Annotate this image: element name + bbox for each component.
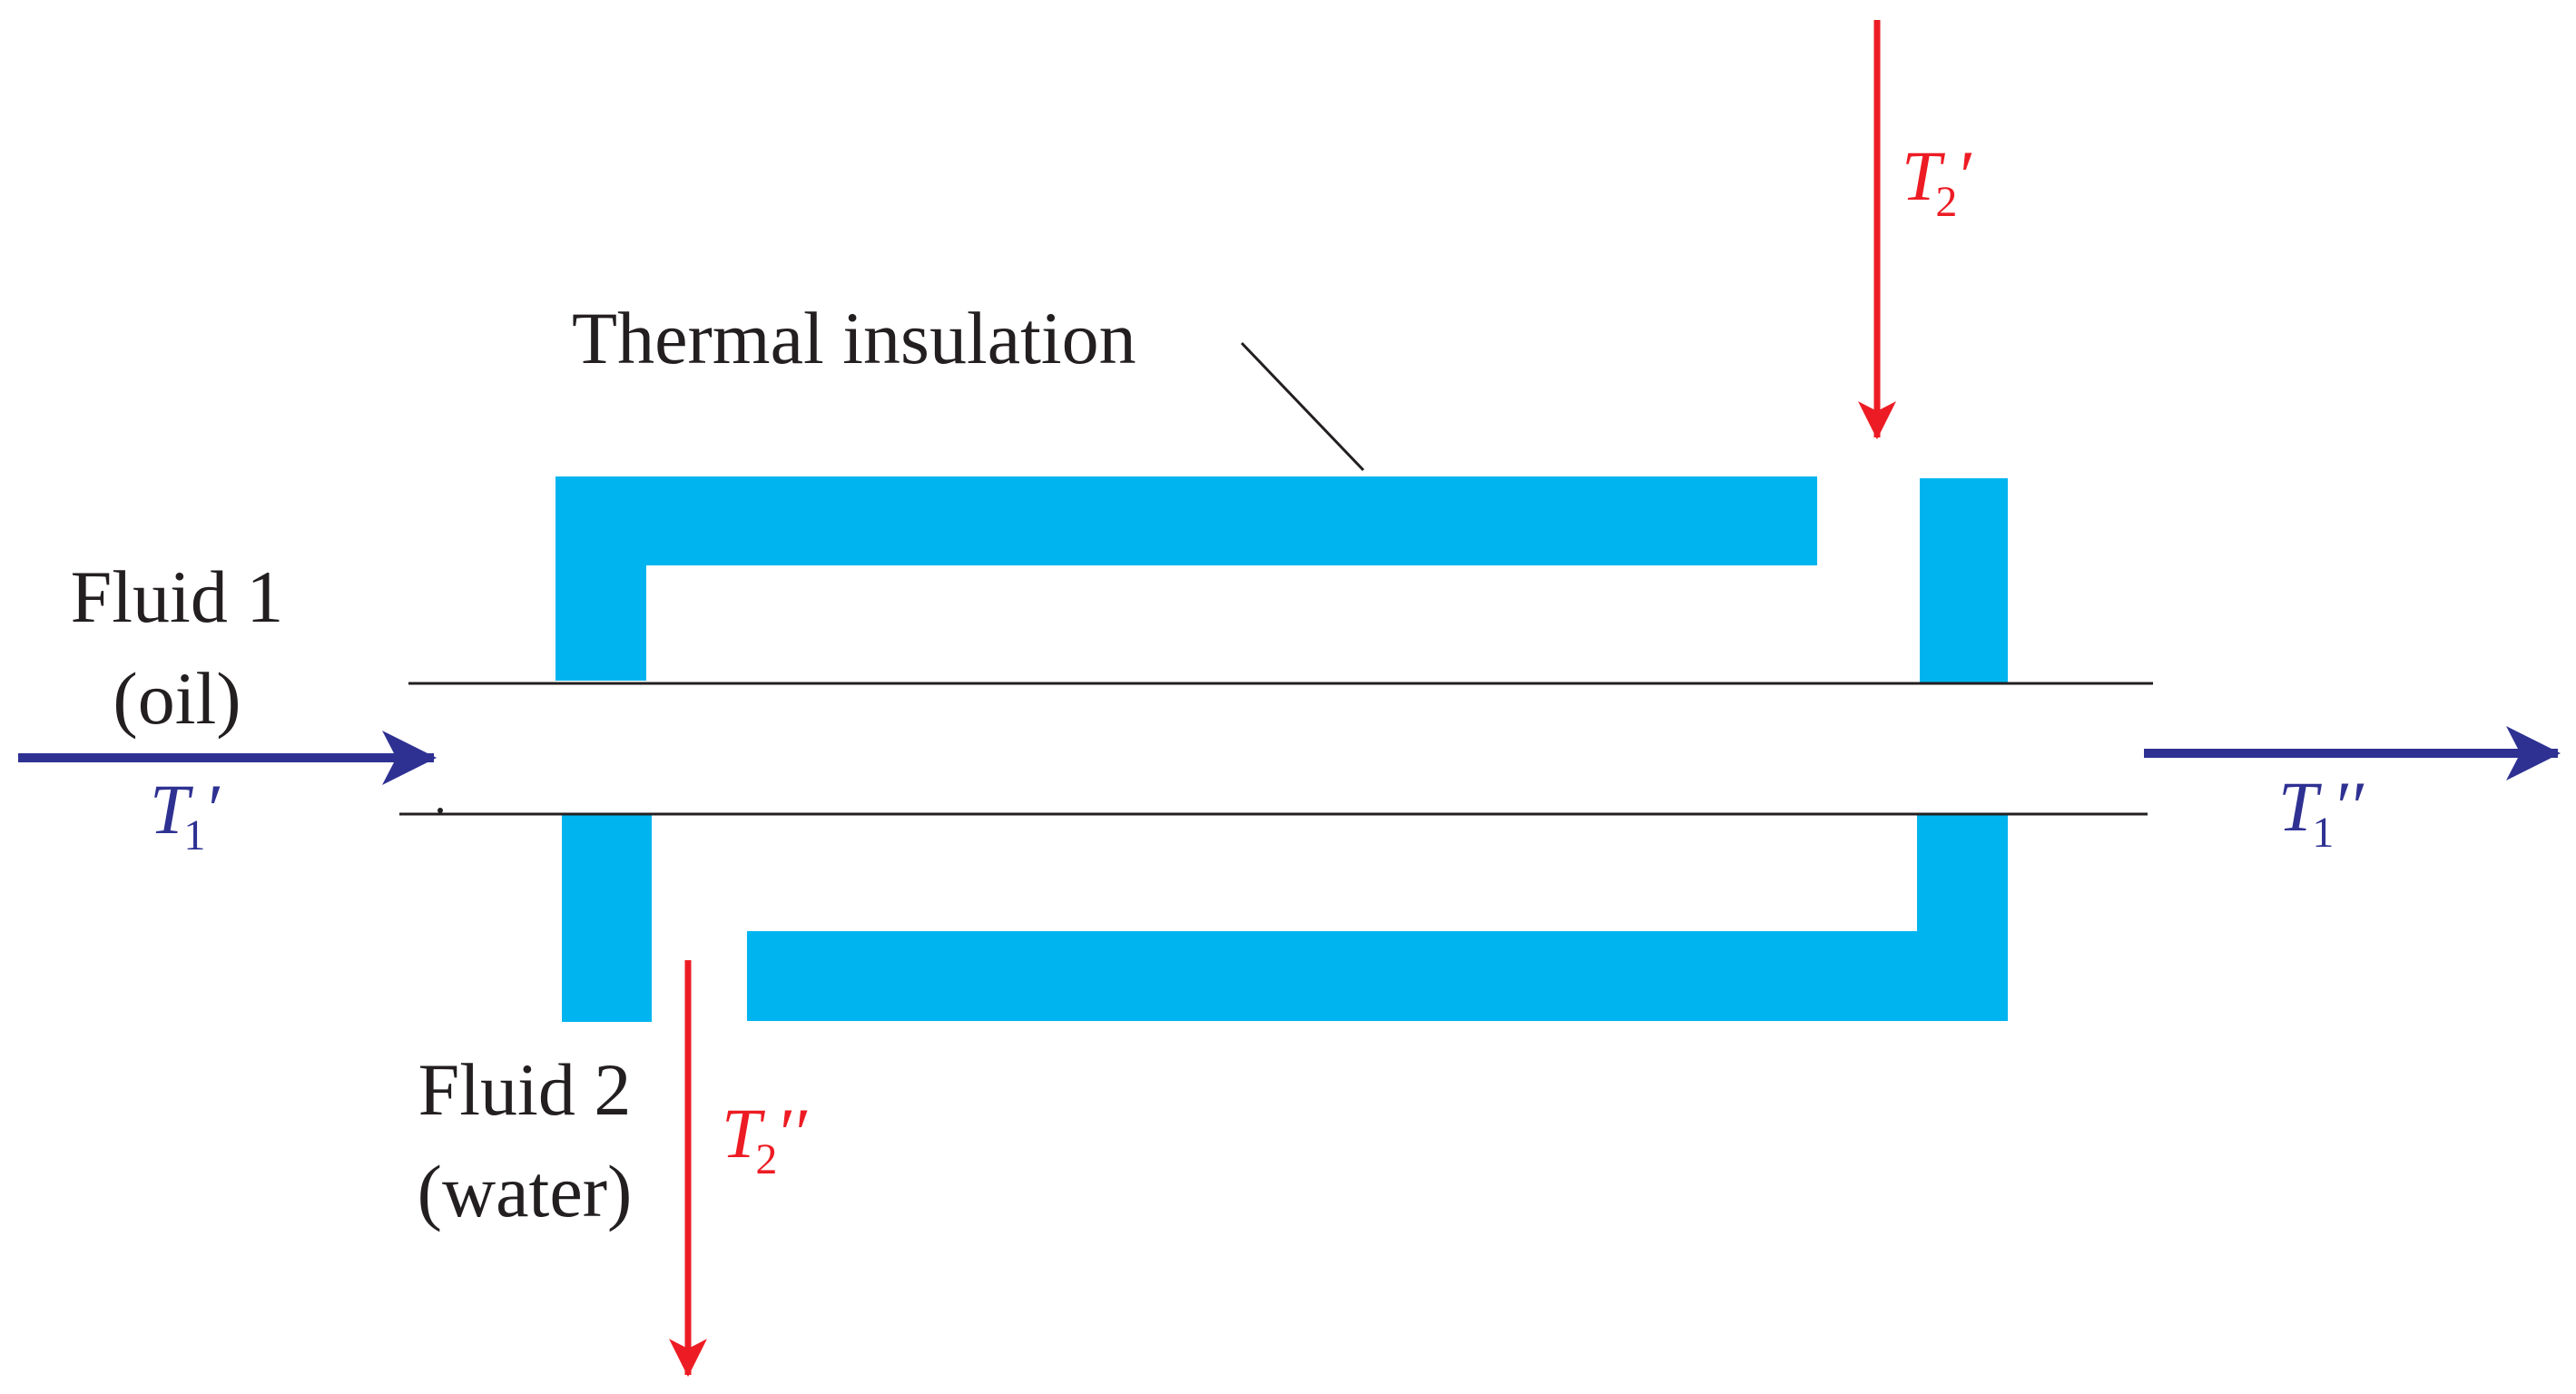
inner-tube [399, 682, 2153, 816]
insulation-bottom-left-post [562, 815, 652, 1022]
t2-inlet-temperature-label: T2′ [1902, 136, 1972, 226]
t1-inlet-temperature-label: T1′ [150, 770, 221, 859]
fluid1-substance-label: (oil) [113, 657, 241, 740]
insulation-top-right-post [1920, 478, 2008, 683]
t1-outlet-temperature-label: T1′′ [2278, 767, 2365, 857]
fluid2-name-label: Fluid 2 [418, 1048, 632, 1131]
fluid2-substance-label: (water) [418, 1150, 633, 1232]
insulation-bottom-right [747, 814, 2008, 1021]
insulation-shell [556, 476, 2008, 1022]
insulation-top-left [556, 476, 1817, 681]
t2-outlet-temperature-label: T2′′ [722, 1094, 808, 1183]
insulation-label: Thermal insulation [572, 297, 1136, 379]
insulation-leader-line [1240, 341, 1365, 472]
fluid1-name-label: Fluid 1 [71, 555, 284, 638]
tube-dot [438, 808, 443, 813]
